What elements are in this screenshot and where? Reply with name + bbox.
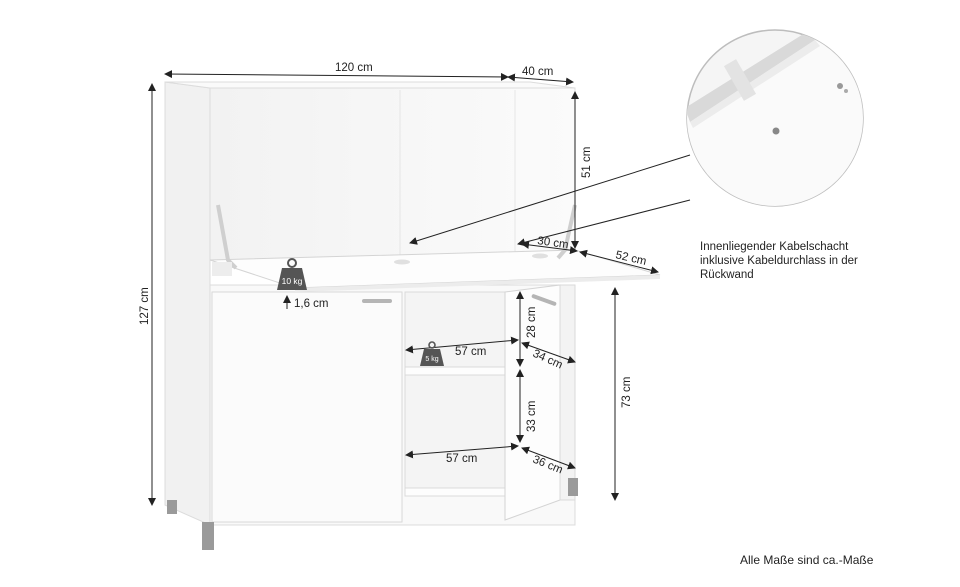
cable-grommet <box>394 259 410 265</box>
width-label: 120 cm <box>335 62 373 74</box>
inset-pointer <box>517 199 691 247</box>
cable-grommet <box>532 253 548 259</box>
shelf-load-label: 5 kg <box>425 356 438 363</box>
note-line: Rückwand <box>700 269 754 281</box>
shelf-lower-height-label: 33 cm <box>526 401 538 432</box>
cabinet <box>164 81 661 550</box>
footer-disclaimer: Alle Maße sind ca.-Maße <box>740 553 874 567</box>
cable-channel-note: Innenliegender Kabelschacht inklusive Ka… <box>700 240 880 282</box>
inset-pointer <box>409 154 691 245</box>
foot <box>568 478 578 496</box>
note-line: Innenliegender Kabelschacht <box>700 241 849 253</box>
weight-icon: 10 kg <box>277 258 307 290</box>
cabinet-side-panel <box>164 81 211 526</box>
flap-depth-label: 30 cm <box>537 235 570 251</box>
foot <box>167 500 177 514</box>
note-line: inklusive Kabeldurchlass in der <box>700 255 858 267</box>
shelf-upper-width-label: 57 cm <box>455 346 486 358</box>
upper-compartment <box>209 87 576 261</box>
floor-height-label: 73 cm <box>621 377 633 408</box>
left-door <box>211 291 403 523</box>
depth-label: 40 cm <box>522 66 553 78</box>
right-door-handle <box>531 294 557 306</box>
flap-load-label: 10 kg <box>282 276 303 286</box>
upper-height-label: 51 cm <box>581 147 593 178</box>
left-door-handle <box>362 299 392 303</box>
weight-icon: 5 kg <box>420 341 444 366</box>
interior-shelf <box>404 366 506 376</box>
flap-thickness-label: 1,6 cm <box>294 298 329 310</box>
cable-hole <box>772 127 780 135</box>
dimension-lines <box>148 70 659 506</box>
foot <box>202 522 214 550</box>
shelf-upper-height-label: 28 cm <box>526 307 538 338</box>
detail-inset <box>686 29 864 207</box>
shelf-lower-width-label: 57 cm <box>446 453 477 465</box>
total-height-label: 127 cm <box>139 287 151 325</box>
